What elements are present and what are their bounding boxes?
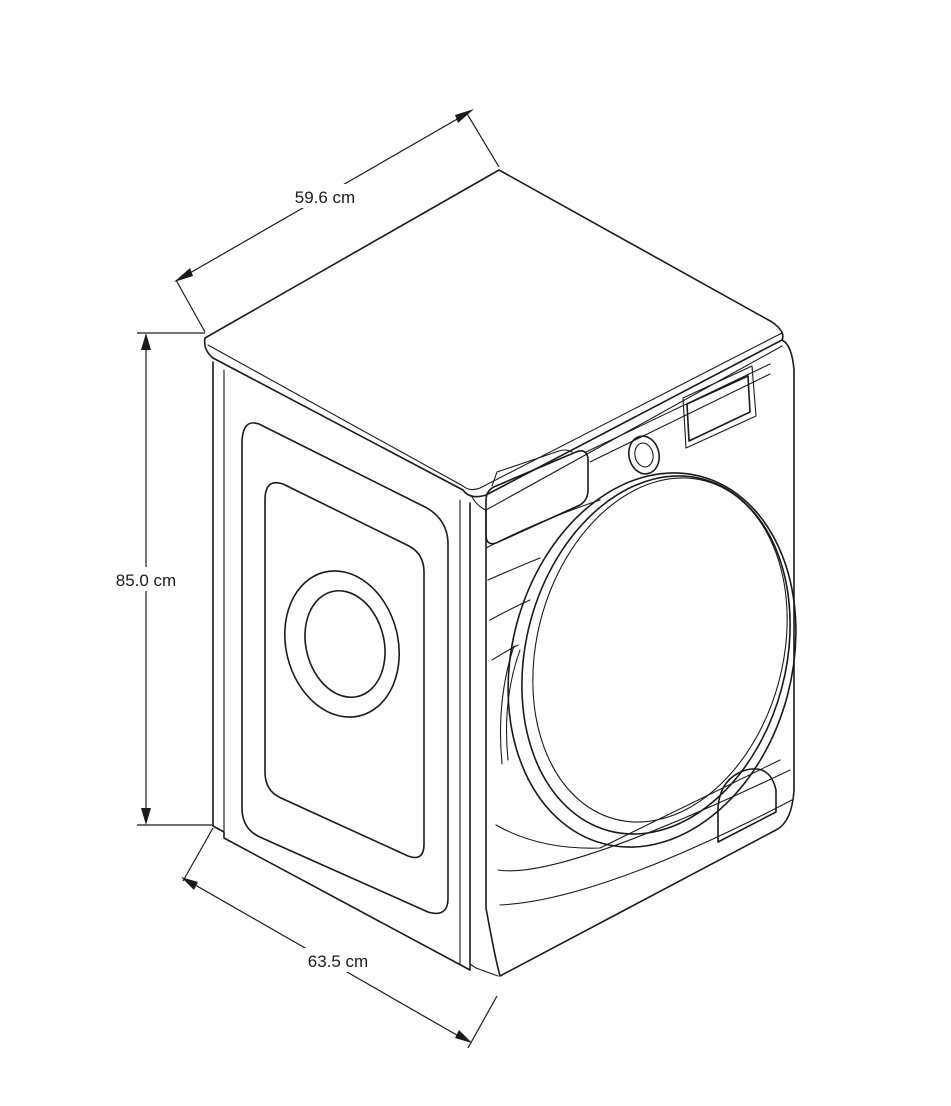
- side-panel-inner-recess: [264, 481, 425, 859]
- height-dimension: 85.0 cm: [104, 332, 213, 826]
- height-arrow-bottom: [141, 808, 151, 825]
- depth-label: 63.5 cm: [308, 952, 368, 971]
- door: [499, 472, 797, 848]
- display-window: [686, 375, 751, 442]
- service-hatch: [717, 768, 777, 843]
- height-arrow-top: [141, 333, 151, 350]
- control-knob: [628, 435, 660, 475]
- dryer-illustration: [203, 169, 797, 977]
- height-label: 85.0 cm: [116, 571, 176, 590]
- depth-arrow-end: [455, 1030, 472, 1043]
- width-arrow-start: [174, 268, 193, 282]
- side-panel: [212, 361, 471, 971]
- width-label: 59.6 cm: [295, 188, 355, 207]
- front-panel: [485, 339, 795, 977]
- width-arrow-end: [455, 109, 474, 123]
- top-panel: [203, 169, 784, 498]
- width-dimension: 59.6 cm: [174, 109, 500, 333]
- depth-dimension: 63.5 cm: [181, 827, 498, 1049]
- depth-arrow-start: [181, 877, 198, 890]
- side-vent: [283, 570, 401, 718]
- detergent-drawer: [485, 450, 589, 545]
- side-panel-outer-recess: [241, 422, 449, 915]
